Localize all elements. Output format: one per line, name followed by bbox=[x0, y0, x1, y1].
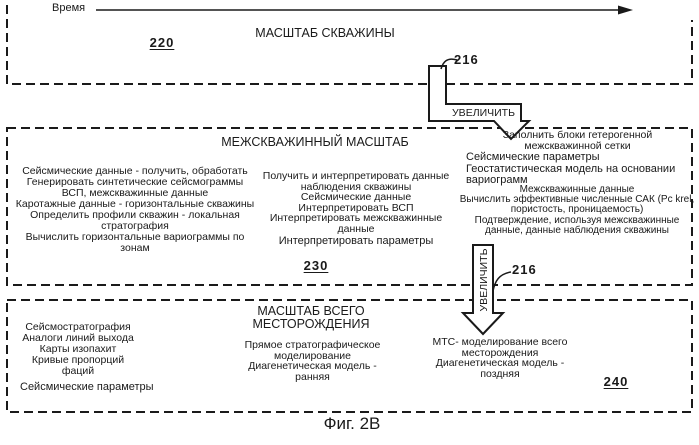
field-left-column-note: Сейсмические параметры bbox=[20, 381, 154, 393]
interwell-right-column-tasks: Межскважинные данные Вычислить эффективн… bbox=[459, 184, 695, 236]
well-scale-box-border bbox=[6, 5, 693, 85]
zoom-arrow-label-top: УВЕЛИЧИТЬ bbox=[452, 107, 515, 119]
time-axis-arrowhead-icon bbox=[618, 5, 633, 15]
zoom-arrow-ref-216-top: 216 bbox=[454, 52, 479, 67]
field-scale-box-border bbox=[6, 299, 693, 413]
interwell-scale-box-border bbox=[6, 127, 693, 286]
interwell-left-column: Сейсмические данные - получить, обработа… bbox=[15, 165, 255, 254]
zoom-down-arrow-icon bbox=[460, 244, 506, 336]
well-scale-ref-220: 220 bbox=[149, 35, 175, 50]
field-scale-title: МАСШТАБ ВСЕГО МЕСТОРОЖДЕНИЯ bbox=[252, 304, 370, 331]
figure-caption: Фиг. 2В bbox=[323, 414, 381, 433]
interwell-right-column-items: Сейсмические параметры Геостатистическая… bbox=[466, 151, 676, 186]
interwell-scale-ref-230: 230 bbox=[303, 258, 329, 273]
interwell-scale-title: МЕЖСКВАЖИННЫЙ МАСШТАБ bbox=[221, 135, 409, 149]
ref-216-leader-top bbox=[440, 58, 458, 70]
zoom-step-arrow-icon bbox=[428, 65, 532, 141]
ref-216-leader-middle bbox=[492, 271, 512, 292]
field-middle-column: Прямое стратографическое моделирование Д… bbox=[244, 339, 381, 383]
field-right-column: МТС- моделирование всего месторождения Д… bbox=[432, 336, 568, 380]
field-scale-ref-240: 240 bbox=[603, 374, 629, 389]
zoom-arrow-ref-216-middle: 216 bbox=[512, 262, 537, 277]
zoom-arrow-label-middle: УВЕЛИЧИТЬ bbox=[478, 248, 490, 312]
interwell-middle-column-note: Интерпретировать параметры bbox=[278, 235, 434, 247]
well-scale-title: МАСШТАБ СКВАЖИНЫ bbox=[255, 26, 395, 40]
field-left-column: Сейсмостратография Аналоги линий выхода … bbox=[22, 321, 134, 377]
interwell-right-column-header: Заполнить блоки гетерогенной межскважинн… bbox=[502, 129, 653, 152]
time-axis-label: Время bbox=[52, 2, 86, 14]
interwell-middle-column: Получить и интерпретировать данные наблю… bbox=[262, 170, 450, 235]
